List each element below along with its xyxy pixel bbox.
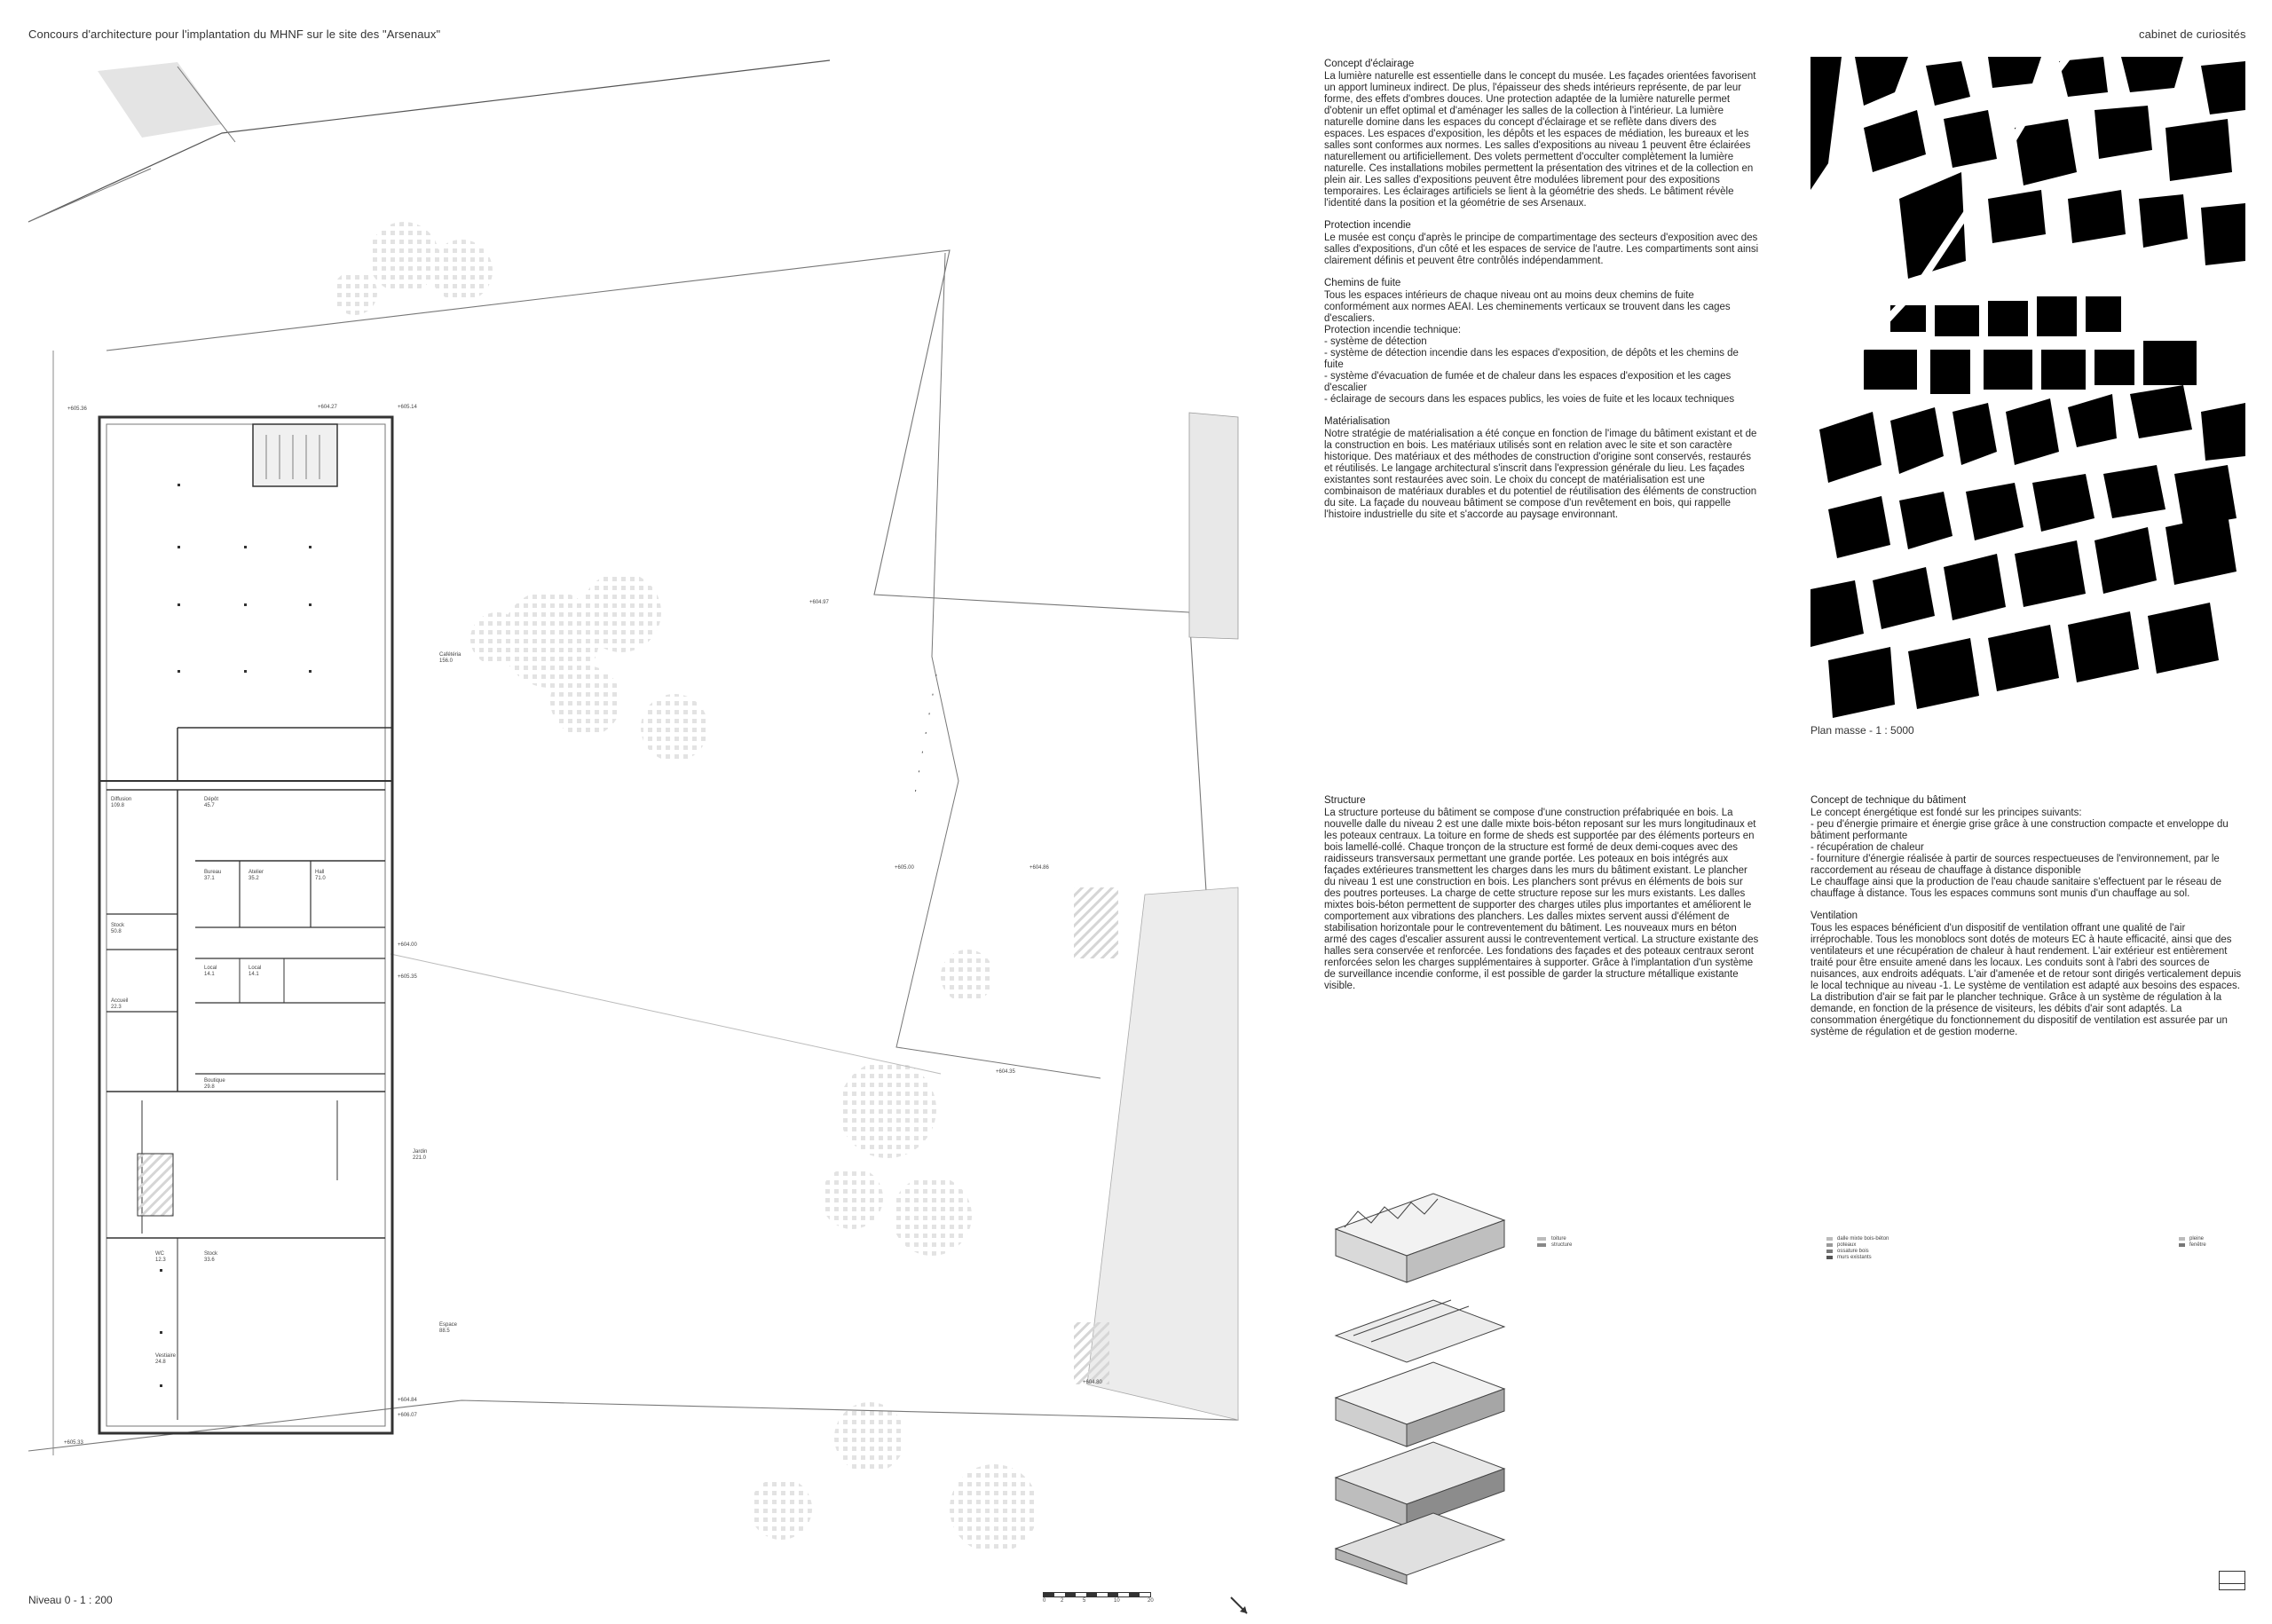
section-heading: Chemins de fuite bbox=[1324, 278, 1401, 288]
room-name: Atelier bbox=[248, 870, 264, 875]
room-area: 12.3 bbox=[155, 1257, 166, 1263]
section-heading: Concept de technique du bâtiment bbox=[1810, 795, 1967, 806]
site-plan-drawing bbox=[28, 59, 1239, 1553]
scale-label: 2 bbox=[1061, 1598, 1064, 1604]
room-name: WC bbox=[155, 1251, 164, 1257]
room-area: 14.1 bbox=[204, 972, 215, 977]
sheet-stamp-icon bbox=[2219, 1571, 2245, 1590]
room-name: Jardin bbox=[413, 1149, 428, 1155]
level-label: +605.36 bbox=[67, 406, 87, 412]
room-area: 109.8 bbox=[111, 803, 125, 808]
scale-bar: 0 2 5 10 20 bbox=[1043, 1592, 1194, 1604]
room-name: Accueil bbox=[111, 998, 129, 1004]
room-name: Stock bbox=[204, 1251, 218, 1257]
legend-item: toiture bbox=[1551, 1236, 1566, 1242]
legend-item: pleine bbox=[2189, 1236, 2205, 1242]
axonometric-exploded-view bbox=[1334, 1193, 1506, 1585]
map-caption: Plan masse - 1 : 5000 bbox=[1810, 724, 1914, 737]
room-name: Vestiaire bbox=[155, 1353, 177, 1359]
level-label: +604.97 bbox=[809, 600, 829, 605]
scale-label: 10 bbox=[1114, 1598, 1120, 1604]
room-area: 156.0 bbox=[439, 658, 454, 664]
section-body: Tous les espaces intérieurs de chaque ni… bbox=[1324, 290, 1739, 405]
section-heading: Matérialisation bbox=[1324, 416, 1391, 427]
room-name: Diffusion bbox=[111, 797, 132, 802]
legend-item: dalle mixte bois-béton bbox=[1837, 1236, 1889, 1242]
section-body: Le musée est conçu d'après le principe d… bbox=[1324, 233, 1759, 266]
room-name: Dépôt bbox=[204, 797, 219, 802]
legend-right-1: dalle mixte bois-béton poteaux ossature … bbox=[1826, 1236, 1889, 1261]
section-heading: Structure bbox=[1324, 795, 1366, 806]
legend-item: poteaux bbox=[1837, 1242, 1857, 1248]
room-area: 88.5 bbox=[439, 1328, 450, 1334]
legend-right-2: pleine fenêtre bbox=[2179, 1236, 2206, 1249]
text-column-left: Concept d'éclairage La lumière naturelle … bbox=[1324, 59, 1759, 532]
scale-label: 0 bbox=[1043, 1598, 1046, 1604]
legend-item: murs existants bbox=[1837, 1255, 1872, 1260]
level-label: +604.35 bbox=[996, 1069, 1015, 1075]
room-area: 45.7 bbox=[204, 803, 215, 808]
room-name: Espace bbox=[439, 1322, 458, 1328]
level-label: +604.27 bbox=[318, 405, 337, 410]
level-label: +604.84 bbox=[398, 1398, 417, 1403]
section-heading: Ventilation bbox=[1810, 911, 1858, 921]
level-label: +605.14 bbox=[398, 405, 417, 410]
text-column-right: Concept de technique du bâtiment Le conce… bbox=[1810, 795, 2245, 1049]
room-name: Hall bbox=[315, 870, 325, 875]
section-body: Notre stratégie de matérialisation a été… bbox=[1324, 429, 1757, 520]
legend-item: structure bbox=[1551, 1242, 1573, 1248]
section-body: La structure porteuse du bâtiment se com… bbox=[1324, 808, 1759, 991]
level-label: +604.80 bbox=[1083, 1380, 1102, 1385]
scale-label: 5 bbox=[1083, 1598, 1086, 1604]
structure-section: Structure La structure porteuse du bâtime… bbox=[1324, 795, 1759, 1003]
room-area: 14.1 bbox=[248, 972, 259, 977]
level-label: +605.00 bbox=[895, 865, 914, 871]
room-area: 22.3 bbox=[111, 1005, 122, 1010]
legend-item: ossature bois bbox=[1837, 1249, 1869, 1254]
road-edge bbox=[28, 59, 831, 223]
room-area: 221.0 bbox=[413, 1155, 427, 1161]
tree-clusters bbox=[333, 222, 1038, 1553]
room-name: Stock bbox=[111, 923, 125, 928]
section-heading: Protection incendie bbox=[1324, 220, 1411, 231]
room-area: 29.8 bbox=[204, 1084, 215, 1090]
legend-left: toiture structure bbox=[1537, 1236, 1572, 1249]
plan-scale-caption: Niveau 0 - 1 : 200 bbox=[28, 1594, 113, 1606]
level-label: +605.33 bbox=[64, 1440, 83, 1446]
room-name: Local bbox=[248, 966, 262, 971]
section-body: La lumière naturelle est essentielle dan… bbox=[1324, 71, 1756, 209]
section-body: Le concept énergétique est fondé sur les… bbox=[1810, 808, 2229, 899]
room-area: 33.6 bbox=[204, 1257, 215, 1263]
north-arrow-icon bbox=[1230, 1596, 1248, 1614]
room-area: 71.0 bbox=[315, 876, 326, 881]
room-name: Cafétéria bbox=[439, 652, 462, 658]
room-area: 37.1 bbox=[204, 876, 215, 881]
section-body: Tous les espaces bénéficient d'un dispos… bbox=[1810, 923, 2242, 1037]
room-area: 50.8 bbox=[111, 929, 122, 934]
legend-item: fenêtre bbox=[2189, 1242, 2206, 1248]
neighbour-building bbox=[98, 62, 222, 138]
scale-label: 20 bbox=[1148, 1598, 1154, 1604]
level-label: +605.35 bbox=[398, 974, 417, 980]
room-name: Local bbox=[204, 966, 217, 971]
section-heading: Concept d'éclairage bbox=[1324, 59, 1415, 69]
level-label: +604.86 bbox=[1030, 865, 1049, 871]
level-label: +606.07 bbox=[398, 1413, 417, 1418]
room-name: Bureau bbox=[204, 870, 222, 875]
level-label: +604.00 bbox=[398, 942, 417, 948]
room-area: 24.8 bbox=[155, 1360, 166, 1365]
page-title: Concours d'architecture pour l'implantat… bbox=[28, 28, 441, 41]
figure-ground-map bbox=[1808, 54, 2245, 718]
project-name: cabinet de curiosités bbox=[2139, 28, 2246, 41]
structural-columns bbox=[160, 484, 312, 1387]
room-name: Boutique bbox=[204, 1078, 225, 1084]
building-floor-plan bbox=[98, 415, 394, 1435]
room-area: 35.2 bbox=[248, 876, 259, 881]
